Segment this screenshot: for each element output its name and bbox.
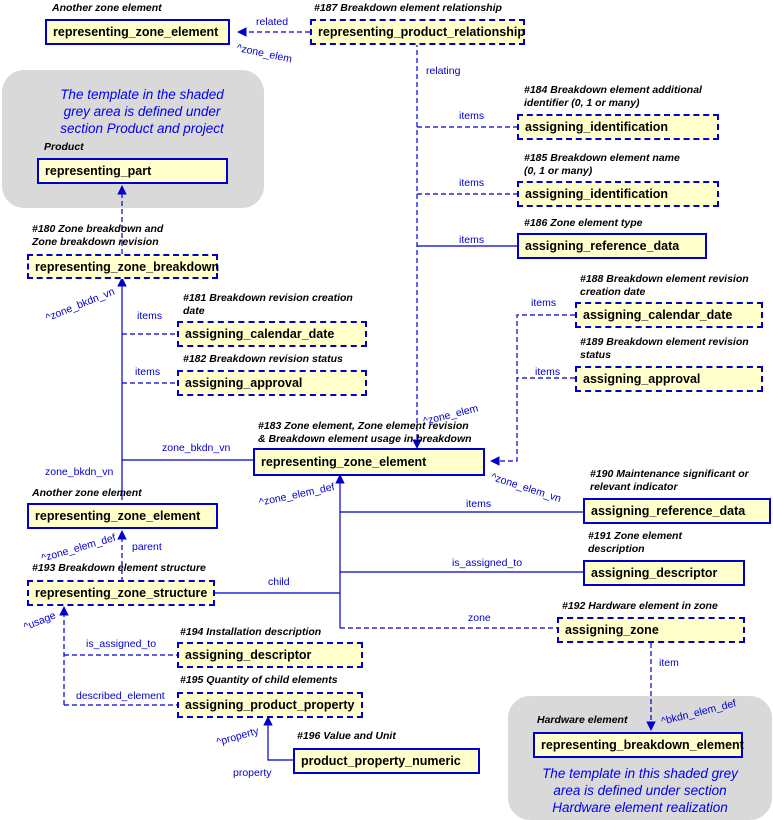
caption-192: #192 Hardware element in zone [562,600,718,612]
box-assigning-approval-189[interactable]: assigning_approval [575,366,763,392]
edge-items-188 [490,314,575,466]
label-items-189: items [535,366,561,378]
label-related: related [256,16,289,28]
box-assigning-reference-data-190[interactable]: assigning_reference_data [583,498,771,524]
box-representing-product-relationship[interactable]: representing_product_relationship [310,19,525,45]
box-assigning-product-property[interactable]: assigning_product_property [177,692,363,718]
caption-189: #189 Breakdown element revision status [580,336,749,361]
label-items-185: items [459,177,485,189]
caption-182: #182 Breakdown revision status [183,353,343,365]
box-representing-zone-element-main[interactable]: representing_zone_element [253,448,485,476]
product-project-note: The template in the shaded grey area is … [60,87,224,136]
box-representing-breakdown-element[interactable]: representing_breakdown_element [533,732,744,758]
label-parent: parent [132,541,162,553]
label-is-assigned-to-191: is_assigned_to [452,557,523,569]
caption-194: #194 Installation description [180,626,322,638]
caption-180: #180 Zone breakdown and Zone breakdown r… [32,223,164,248]
caption-181: #181 Breakdown revision creation date [183,292,353,317]
label-items-188: items [531,297,557,309]
label-zone-bkdn-vn-mid: zone_bkdn_vn [162,442,231,454]
caption-193: #193 Breakdown element structure [32,562,206,574]
label-relating: relating [426,65,461,77]
label-items-186: items [459,234,485,246]
box-assigning-calendar-date-181[interactable]: assigning_calendar_date [177,321,367,347]
label-items-181: items [137,310,163,322]
hardware-shaded-area [508,696,772,820]
caption-another-zone-left: Another zone element [32,487,142,499]
caption-188: #188 Breakdown element revision creation… [580,273,749,298]
box-assigning-identification-185[interactable]: assigning_identification [517,181,719,207]
caption-190: #190 Maintenance significant or relevant… [590,468,749,493]
box-representing-part[interactable]: representing_part [37,158,228,184]
box-assigning-descriptor-194[interactable]: assigning_descriptor [177,642,363,668]
label-child: child [268,576,290,588]
box-representing-zone-element-left[interactable]: representing_zone_element [27,503,218,529]
caption-186: #186 Zone element type [524,217,643,229]
box-product-property-numeric[interactable]: product_property_numeric [293,748,480,774]
caption-183: #183 Zone element, Zone element revision… [258,420,472,445]
caption-product: Product [44,141,84,153]
caption-187: #187 Breakdown element relationship [314,2,502,14]
label-is-assigned-to-194: is_assigned_to [86,638,157,650]
box-representing-zone-element-top[interactable]: representing_zone_element [45,19,230,45]
edge-property [263,716,293,761]
box-assigning-descriptor-191[interactable]: assigning_descriptor [583,560,745,586]
label-described-element: described_element [76,690,165,702]
caption-another-zone-top: Another zone element [52,2,162,14]
label-item: item [659,657,679,669]
caption-196: #196 Value and Unit [297,730,396,742]
caption-191: #191 Zone element description [588,530,682,555]
label-property: property [233,767,272,779]
box-representing-zone-structure[interactable]: representing_zone_structure [27,580,215,606]
box-assigning-calendar-date-188[interactable]: assigning_calendar_date [575,302,763,328]
box-assigning-identification-184[interactable]: assigning_identification [517,114,719,140]
box-assigning-zone[interactable]: assigning_zone [557,617,745,643]
caption-hardware: Hardware element [537,714,628,726]
product-project-shaded-area [2,70,264,208]
label-zone-bkdn-vn-left: zone_bkdn_vn [45,466,114,478]
hardware-note: The template in this shaded grey area is… [542,766,738,815]
caption-184: #184 Breakdown element additional identi… [524,84,702,109]
caption-185: #185 Breakdown element name (0, 1 or man… [524,152,680,177]
box-representing-zone-breakdown[interactable]: representing_zone_breakdown [27,254,219,279]
label-items-184: items [459,110,485,122]
box-assigning-approval-182[interactable]: assigning_approval [177,370,367,396]
label-zone: zone [468,612,491,624]
caption-195: #195 Quantity of child elements [180,674,338,686]
box-assigning-reference-data-186[interactable]: assigning_reference_data [517,233,707,259]
label-items-190: items [466,498,492,510]
label-items-182: items [135,366,161,378]
